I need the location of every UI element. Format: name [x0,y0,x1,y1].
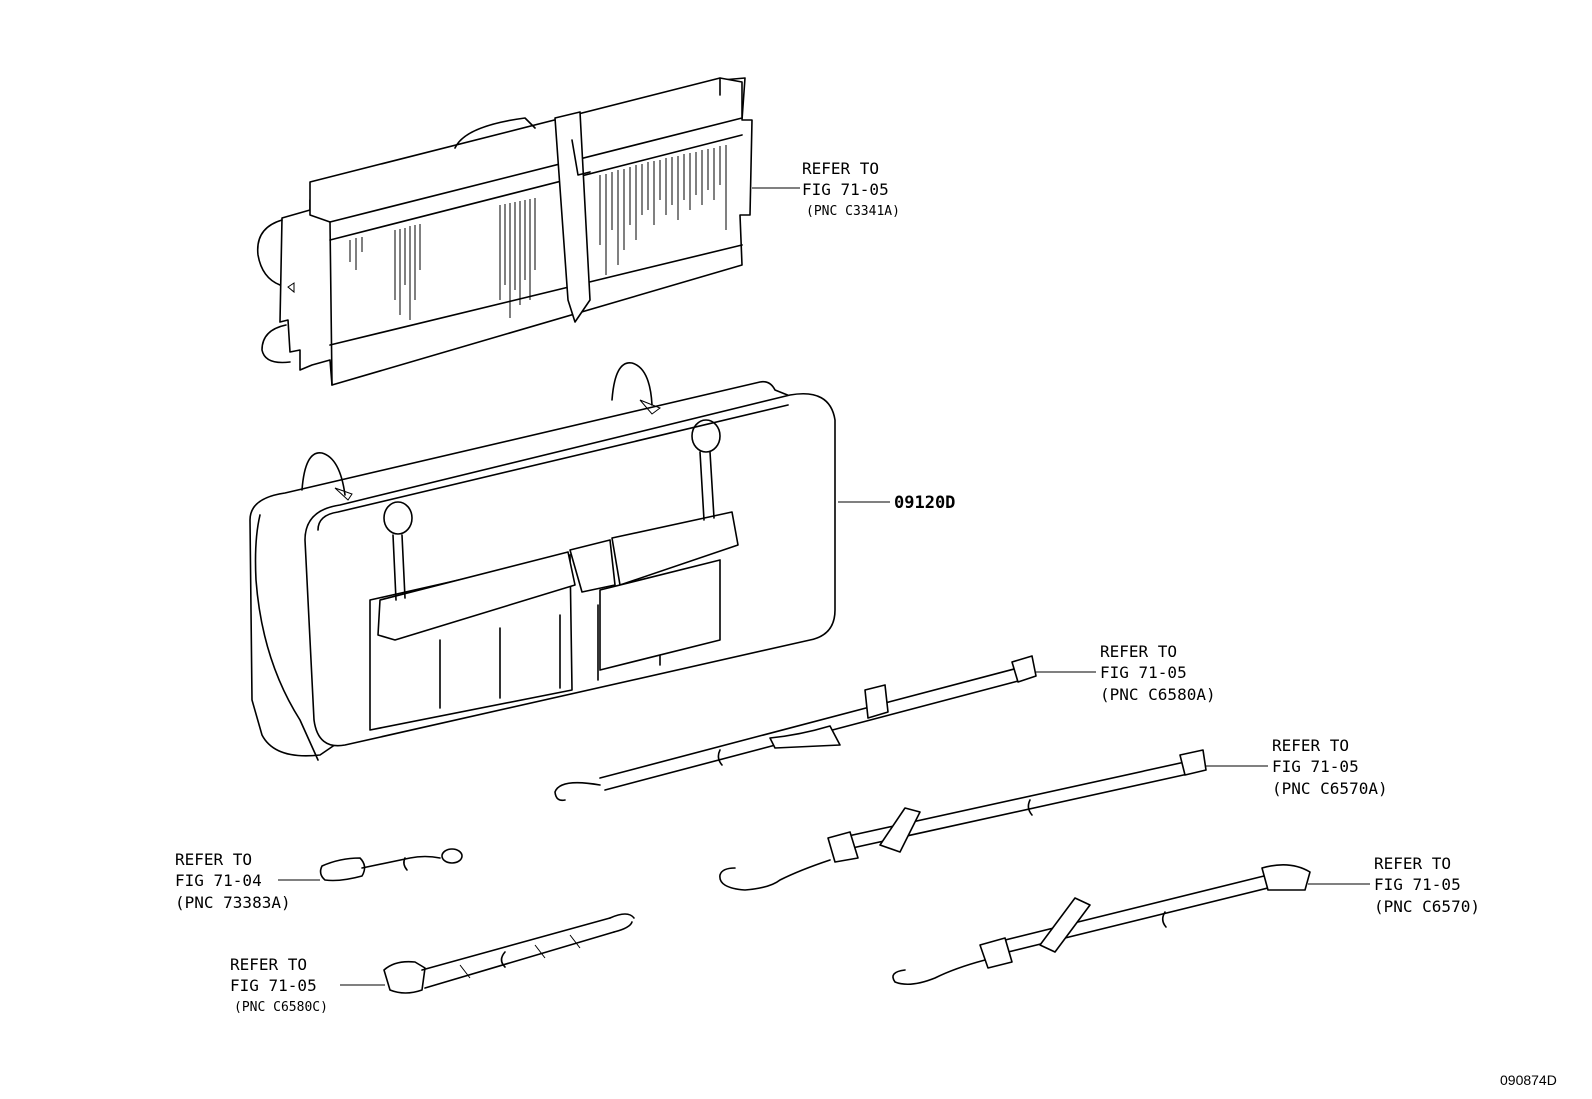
callout-line-3: (PNC C6570A) [1272,779,1388,798]
callout-line-2: FIG 71-05 [230,976,317,995]
tool-bag-illustration [249,362,836,761]
callout-line-1: REFER TO [230,955,307,974]
illustration-code: 090874D [1500,1072,1557,1088]
callout-strap-c6570: REFER TO FIG 71-05 (PNC C6570) [1374,854,1480,916]
callout-line-1: REFER TO [1100,642,1177,661]
cable-73383a-illustration [319,848,463,882]
tie-down-strap-c6570-illustration [892,864,1311,986]
callout-line-1: REFER TO [1272,736,1349,755]
callout-line-3: (PNC C6570) [1374,897,1480,916]
callout-line-1: REFER TO [175,850,252,869]
callout-cable-73383a: REFER TO FIG 71-04 (PNC 73383A) [175,850,291,912]
callout-line-2: FIG 71-05 [1100,663,1187,682]
callout-strap-c6580c: REFER TO FIG 71-05 (PNC C6580C) [230,955,328,1015]
strap-c6580c-illustration [383,913,635,994]
callout-line-2: FIG 71-05 [1374,875,1461,894]
callout-line-1: REFER TO [1374,854,1451,873]
callout-line-2: FIG 71-05 [1272,757,1359,776]
part-number-09120d: 09120D [894,493,955,513]
callout-line-3: (PNC C6580A) [1100,685,1216,704]
callout-strap-c6570a: REFER TO FIG 71-05 (PNC C6570A) [1272,736,1388,798]
callout-line-2: FIG 71-05 [802,180,889,199]
callout-line-1: REFER TO [802,159,879,178]
tie-down-strap-c6580a-illustration [554,655,1037,802]
callout-strap-c6580a: REFER TO FIG 71-05 (PNC C6580A) [1100,642,1216,704]
callout-line-3: (PNC 73383A) [175,893,291,912]
rear-panel-illustration [256,77,753,386]
callout-line-2: FIG 71-04 [175,871,262,890]
callout-rear-panel: REFER TO FIG 71-05 (PNC C3341A) [802,159,900,219]
callout-line-3: (PNC C3341A) [806,204,900,219]
leader-lines [278,187,1370,986]
tie-down-strap-c6570a-illustration [719,749,1207,891]
callout-line-3: (PNC C6580C) [234,1000,328,1015]
